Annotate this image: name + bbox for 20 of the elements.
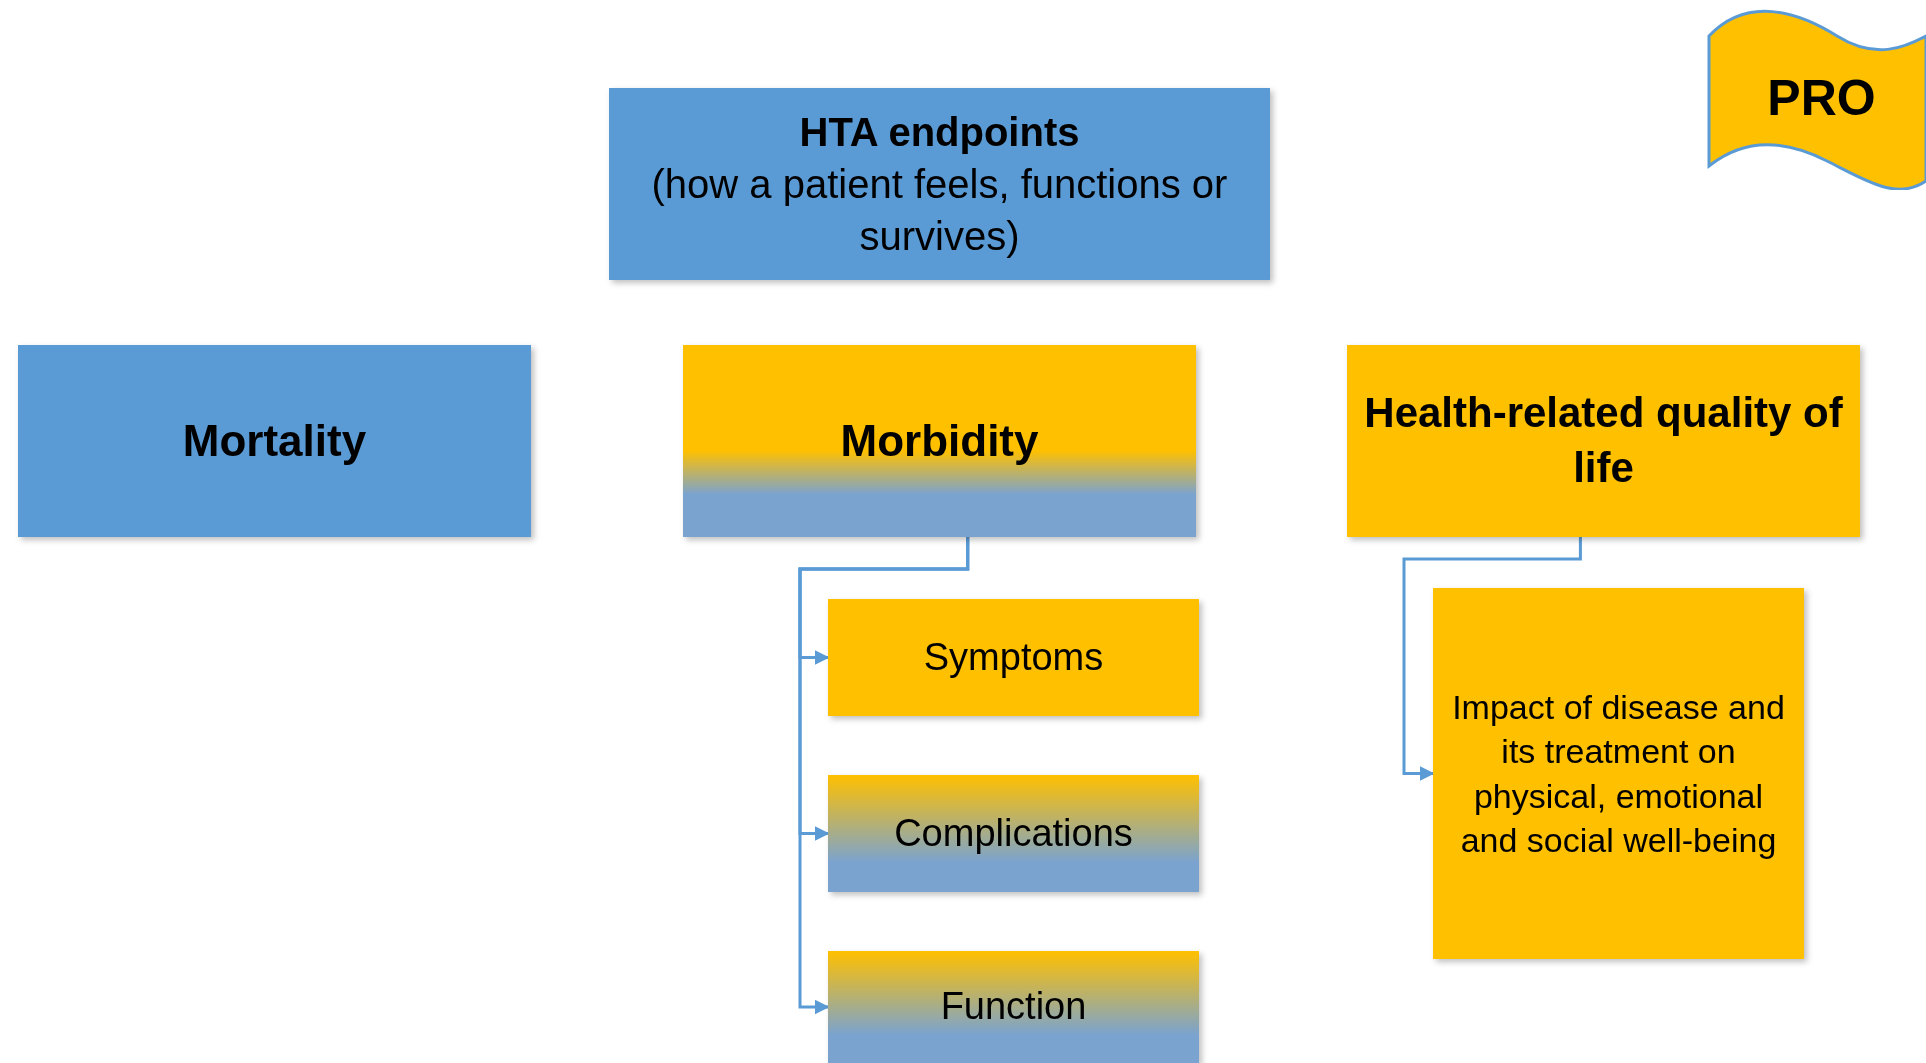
heading-text: HTA endpoints xyxy=(799,109,1080,156)
subcategory-box xyxy=(828,951,1199,1063)
heading-text: Complications xyxy=(894,810,1133,856)
subcategory-box xyxy=(828,599,1199,716)
body-text: (how a patient feels, functions or survives) xyxy=(650,161,1229,260)
endpoint-box xyxy=(609,88,1270,280)
connector-arrow xyxy=(798,537,970,1015)
heading-text: Function xyxy=(940,984,1087,1030)
heading-text: Health-related quality of life xyxy=(1363,388,1844,493)
subcategory-box xyxy=(828,775,1199,892)
category-box xyxy=(18,345,531,537)
category-box xyxy=(683,345,1196,537)
heading-text: Impact of disease and its treatment on physical, emotional and social well-being xyxy=(1451,687,1786,861)
heading-text: Mortality xyxy=(182,415,367,468)
connector-arrow xyxy=(1402,537,1582,781)
category-box xyxy=(1347,345,1860,537)
heading-text: Symptoms xyxy=(923,634,1104,680)
description-box xyxy=(1433,588,1804,959)
heading-text: PRO xyxy=(1767,68,1876,128)
heading-text: Morbidity xyxy=(840,415,1039,468)
